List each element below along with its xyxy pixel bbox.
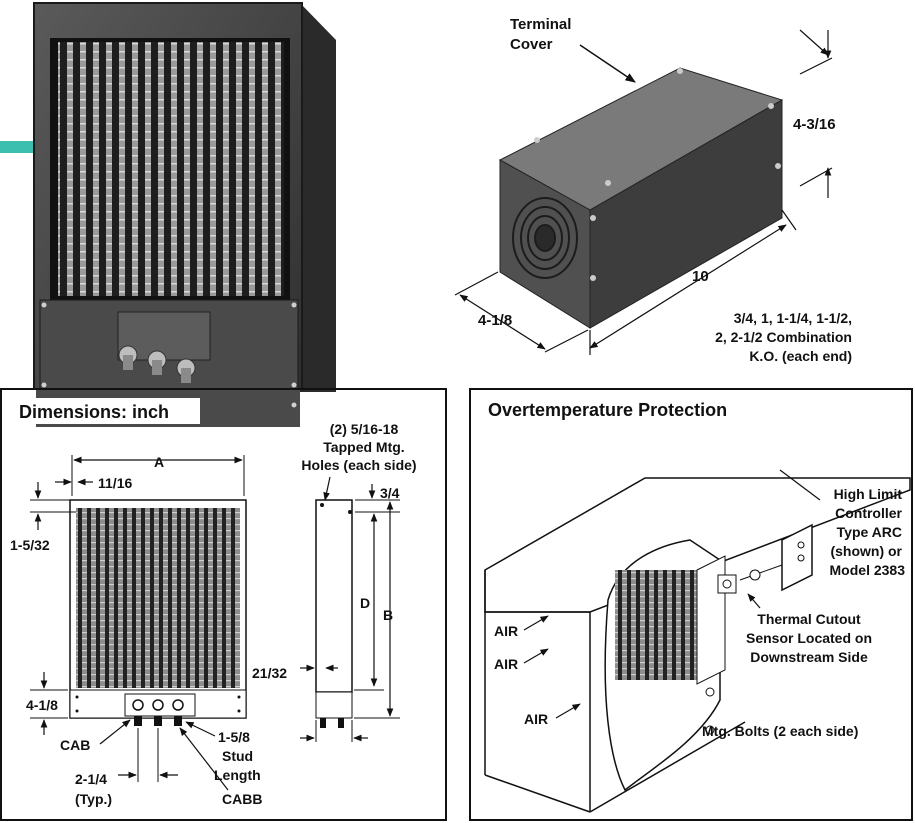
controller-note-4: (shown) or <box>830 543 902 559</box>
stud-note-2: Stud <box>222 748 253 764</box>
length-dimension: 10 <box>692 268 709 285</box>
controller-note-1: High Limit <box>834 486 903 502</box>
dimension-b: B <box>383 607 393 623</box>
dimension-typ: (Typ.) <box>75 791 112 807</box>
terminal-studs <box>118 345 196 383</box>
front-view <box>69 499 247 726</box>
dimensions-title: Dimensions: inch <box>19 402 169 422</box>
dimension-1-5-32: 1-5/32 <box>10 537 50 553</box>
depth-dimension: 4-1/8 <box>478 312 512 329</box>
air-label-1: AIR <box>494 623 518 639</box>
air-label-3: AIR <box>524 711 548 727</box>
sensor-note-3: Downstream Side <box>750 649 868 665</box>
dimension-11-16: 11/16 <box>98 475 132 491</box>
stud-note-1: 1-5/8 <box>218 729 250 745</box>
air-label-2: AIR <box>494 656 518 672</box>
dimension-a: A <box>154 454 164 470</box>
knockout-note-3: K.O. (each end) <box>749 348 852 364</box>
terminal-cover-label-1: Terminal <box>510 16 571 33</box>
side-view <box>315 499 353 728</box>
dimension-4-1-8: 4-1/8 <box>26 697 58 713</box>
overtemp-panel: Overtemperature Protection High Limit Co… <box>469 388 913 821</box>
knockout-rings <box>512 197 578 279</box>
dimensions-panel: Dimensions: inch A 11/16 <box>0 388 447 821</box>
duct-drawing <box>484 477 911 813</box>
label-cabb: CABB <box>222 791 262 807</box>
tapped-holes-note-3: Holes (each side) <box>301 457 416 473</box>
heater-coil-fins <box>58 42 284 296</box>
label-cab: CAB <box>60 737 90 753</box>
bolts-note: Mtg. Bolts (2 each side) <box>702 723 858 739</box>
controller-note-2: Controller <box>835 505 902 521</box>
dimension-3-4: 3/4 <box>380 485 400 501</box>
heater-photo <box>0 2 336 431</box>
knockout-note-2: 2, 2-1/2 Combination <box>715 329 852 345</box>
overtemp-title: Overtemperature Protection <box>488 400 727 420</box>
height-dimension: 4-3/16 <box>793 116 836 133</box>
knockout-note-1: 3/4, 1, 1-1/4, 1-1/2, <box>734 310 852 326</box>
dimension-d: D <box>360 595 370 611</box>
controller-note-3: Type ARC <box>837 524 902 540</box>
cutaway-coils <box>615 570 697 680</box>
dimension-21-32: 21/32 <box>252 665 287 681</box>
controller-box <box>781 523 813 592</box>
controller-note-5: Model 2383 <box>830 562 906 578</box>
tapped-holes-note-1: (2) 5/16-18 <box>330 421 399 437</box>
terminal-box-drawing: Terminal Cover 4-3/16 10 4-1/8 3/4, 1, 1… <box>454 16 852 364</box>
sensor-note-2: Sensor Located on <box>746 630 872 646</box>
dimension-2-1-4: 2-1/4 <box>75 771 107 787</box>
stud-note-3: Length <box>214 767 261 783</box>
terminal-cover-label-2: Cover <box>510 36 553 53</box>
accent-bar <box>0 141 38 153</box>
sensor-note-1: Thermal Cutout <box>757 611 861 627</box>
tapped-holes-note-2: Tapped Mtg. <box>323 439 404 455</box>
